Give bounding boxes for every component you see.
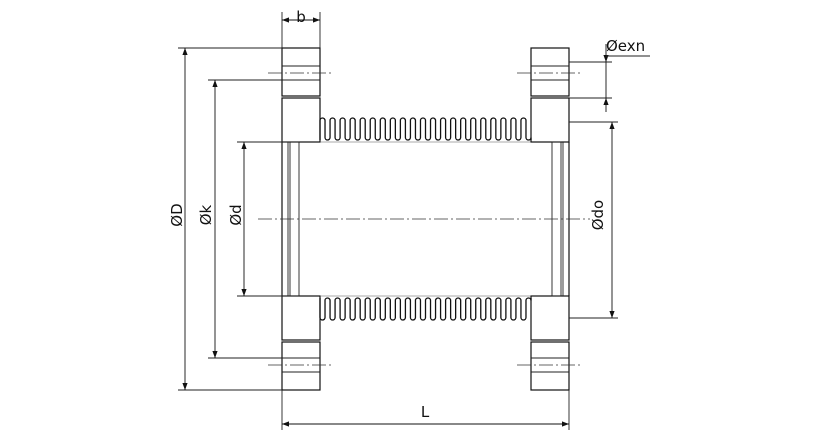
dimension-arrowhead [182,383,188,390]
bellows-wave [319,117,532,141]
bellows-convolutions [319,117,532,321]
label-k: Øk [197,204,215,225]
dimension-arrowhead [603,55,609,62]
label-L: L [421,403,430,421]
extension-lines [178,12,618,430]
dimension-arrowhead [603,98,609,105]
dimension-arrowhead [282,421,289,427]
dimension-arrowhead [182,48,188,55]
bellows-wave [319,297,532,321]
dimension-arrowhead [282,17,289,23]
label-d: Ød [227,204,245,225]
dimension-arrowhead [241,289,247,296]
label-do: Ødo [589,200,607,231]
dimension-arrowhead [609,122,615,129]
dimension-arrowhead [562,421,569,427]
label-exn: Øexn [606,37,645,55]
dimension-arrowhead [609,311,615,318]
dimension-arrowhead [241,142,247,149]
dimension-arrowhead [212,351,218,358]
label-D: ØD [168,203,186,226]
label-b: b [296,8,306,26]
dimension-arrowhead [313,17,320,23]
center-lines [258,72,590,366]
dimension-arrowhead [212,80,218,87]
dimension-lines [182,17,615,427]
